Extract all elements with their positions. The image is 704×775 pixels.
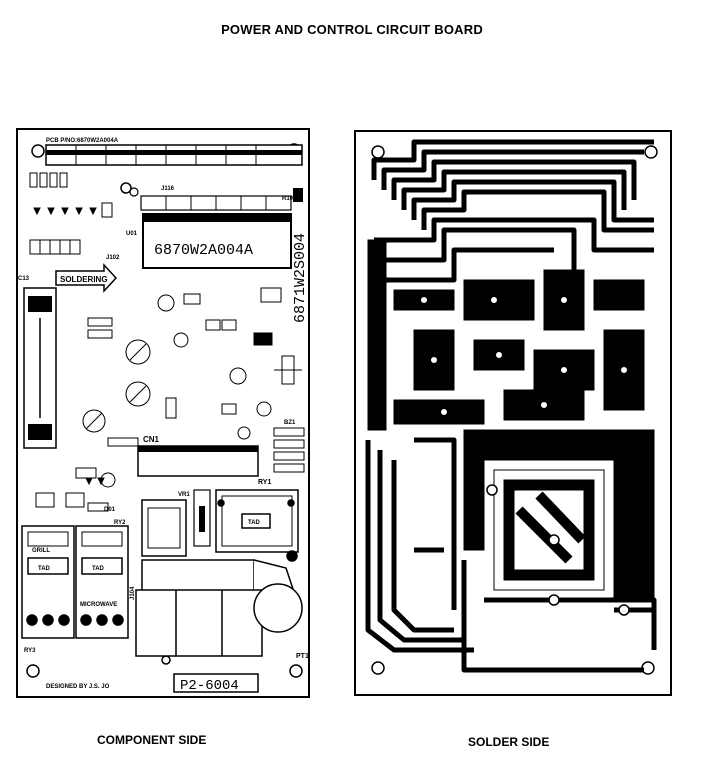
- caption-component-side: COMPONENT SIDE: [97, 733, 207, 747]
- solder-pads-middle: [421, 297, 627, 415]
- svg-text:RY1: RY1: [258, 479, 271, 486]
- mounting-holes: [26, 143, 303, 678]
- solder-traces-bottom: [365, 437, 657, 673]
- top-connector: [45, 144, 303, 166]
- solder-mounting-holes: [371, 145, 658, 675]
- left-capacitor: [23, 287, 57, 449]
- label-j104: J104: [130, 586, 136, 600]
- svg-text:TAD: TAD: [248, 520, 261, 526]
- label-ry2: RY2: [114, 520, 126, 526]
- relay-ry3: GRILL TAD: [21, 525, 75, 639]
- label-j102: J102: [106, 255, 120, 261]
- transformer-pt1: PT1: [135, 499, 309, 660]
- page-title: POWER AND CONTROL CIRCUIT BOARD: [221, 22, 483, 37]
- varistor-vr1: VR1: [178, 489, 211, 547]
- solder-side-board: [354, 130, 672, 696]
- label-microwave: MICROWAVE: [80, 602, 117, 608]
- label-u01: U01: [126, 231, 138, 237]
- caption-solder-side: SOLDER SIDE: [468, 735, 550, 749]
- board-number: P2-6004: [180, 678, 239, 694]
- ic-u01: J116 U01 6870W2A004A R10: [126, 186, 303, 269]
- relay-ry1: RY1 TAD: [215, 479, 299, 553]
- pcb-part-number: PCB P/NO:6870W2A004A: [46, 138, 119, 144]
- label-grill: GRILL: [32, 548, 50, 554]
- vertical-part-number: 6871W2S004: [292, 233, 309, 323]
- svg-text:PT1: PT1: [296, 653, 309, 660]
- mid-components: [35, 287, 305, 512]
- ic-part-number: 6870W2A004A: [154, 242, 253, 259]
- connector-cn1: CN1: [137, 435, 259, 477]
- label-d01: D01: [104, 507, 116, 513]
- soldering-arrow: SOLDERING: [55, 263, 118, 293]
- label-ry3: RY3: [24, 648, 36, 654]
- component-side-board: PCB P/NO:6870W2A004A J116 U01 6870W2A004…: [16, 128, 310, 698]
- label-bz1: BZ1: [284, 420, 296, 426]
- label-r10: R10: [282, 196, 294, 202]
- label-c13: C13: [18, 276, 30, 282]
- label-j116: J116: [161, 186, 175, 192]
- solder-traces-top: [371, 139, 654, 283]
- relay-ry2: MICROWAVE TAD: [75, 525, 129, 639]
- svg-text:TAD: TAD: [38, 566, 51, 572]
- designed-by: DESIGNED BY J.S. JO: [46, 684, 110, 690]
- svg-text:CN1: CN1: [143, 435, 160, 444]
- left-small-parts: [29, 172, 113, 255]
- solder-traces-lower: [463, 429, 655, 601]
- svg-text:SOLDERING: SOLDERING: [60, 275, 108, 284]
- svg-text:TAD: TAD: [92, 566, 105, 572]
- svg-text:VR1: VR1: [178, 492, 190, 498]
- solder-pads-bottom: [486, 484, 630, 616]
